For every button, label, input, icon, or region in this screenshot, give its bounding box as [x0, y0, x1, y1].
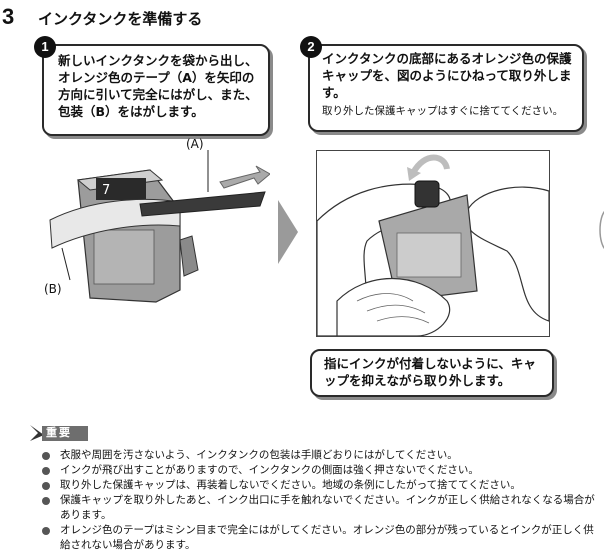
svg-text:7: 7 [102, 183, 110, 198]
callout-step-3: 指にインクが付着しないように、キャップを抑えながら取り外します。 [310, 349, 554, 397]
label-tape-a: (A) [186, 137, 204, 151]
page-edge-tab [599, 211, 604, 249]
badge-step-1: 1 [34, 36, 56, 58]
callout-step-1-text: 新しいインクタンクを袋から出し、オレンジ色のテープ（A）を矢印の方向に引いて完全… [58, 53, 258, 119]
ink-tank-label [96, 178, 146, 200]
step-number: 3 [2, 4, 15, 29]
caution-item: オレンジ色のテープはミシン目まで完全にはがしてください。オレンジ色の部分が残って… [40, 523, 600, 553]
caution-title: 重要 [46, 426, 72, 439]
caution-badge [30, 425, 88, 441]
ink-tank-illustration: 7 [49, 150, 270, 303]
callout-step-2: インクタンクの底部にあるオレンジ色の保護キャップを、図のようにひねって取り外しま… [308, 44, 584, 132]
step-title: インクタンクを準備する [38, 10, 203, 28]
callout-step-2-text: インクタンクの底部にあるオレンジ色の保護キャップを、図のようにひねって取り外しま… [322, 50, 578, 119]
hands-drawing [316, 154, 550, 337]
protective-cap [414, 180, 440, 208]
cap-removal-illustration [316, 150, 550, 337]
badge-step-2: 2 [300, 36, 322, 58]
pull-arrow-icon [219, 165, 270, 189]
caution-item: 取り外した保護キャップは、再装着しないでください。地域の条例にしたがって捨ててく… [40, 478, 600, 493]
callout-step-2-sub: 取り外した保護キャップはすぐに捨ててください。 [322, 105, 564, 117]
caution-list: 衣服や周囲を汚さないよう、インクタンクの包装は手順どおりにはがしてください。 イ… [40, 448, 600, 553]
caution-item: インクが飛び出すことがありますので、インクタンクの側面は強く押さないでください。 [40, 463, 600, 478]
caution-item: 保護キャップを取り外したあと、インク出口に手を触れないでください。インクが正しく… [40, 493, 600, 523]
caution-item: 衣服や周囲を汚さないよう、インクタンクの包装は手順どおりにはがしてください。 [40, 448, 600, 463]
leader-line-b [61, 247, 71, 281]
twist-arrow-icon [410, 154, 450, 175]
callout-step-3-text: 指にインクが付着しないように、キャップを抑えながら取り外します。 [324, 356, 536, 388]
callout-step-2-main: インクタンクの底部にあるオレンジ色の保護キャップを、図のようにひねって取り外しま… [322, 51, 572, 100]
caution-icon [30, 425, 44, 441]
next-step-arrow-icon [278, 200, 298, 264]
callout-step-1: 新しいインクタンクを袋から出し、オレンジ色のテープ（A）を矢印の方向に引いて完全… [42, 44, 270, 136]
label-package-b: (B) [44, 282, 62, 296]
orange-tape [139, 191, 266, 217]
